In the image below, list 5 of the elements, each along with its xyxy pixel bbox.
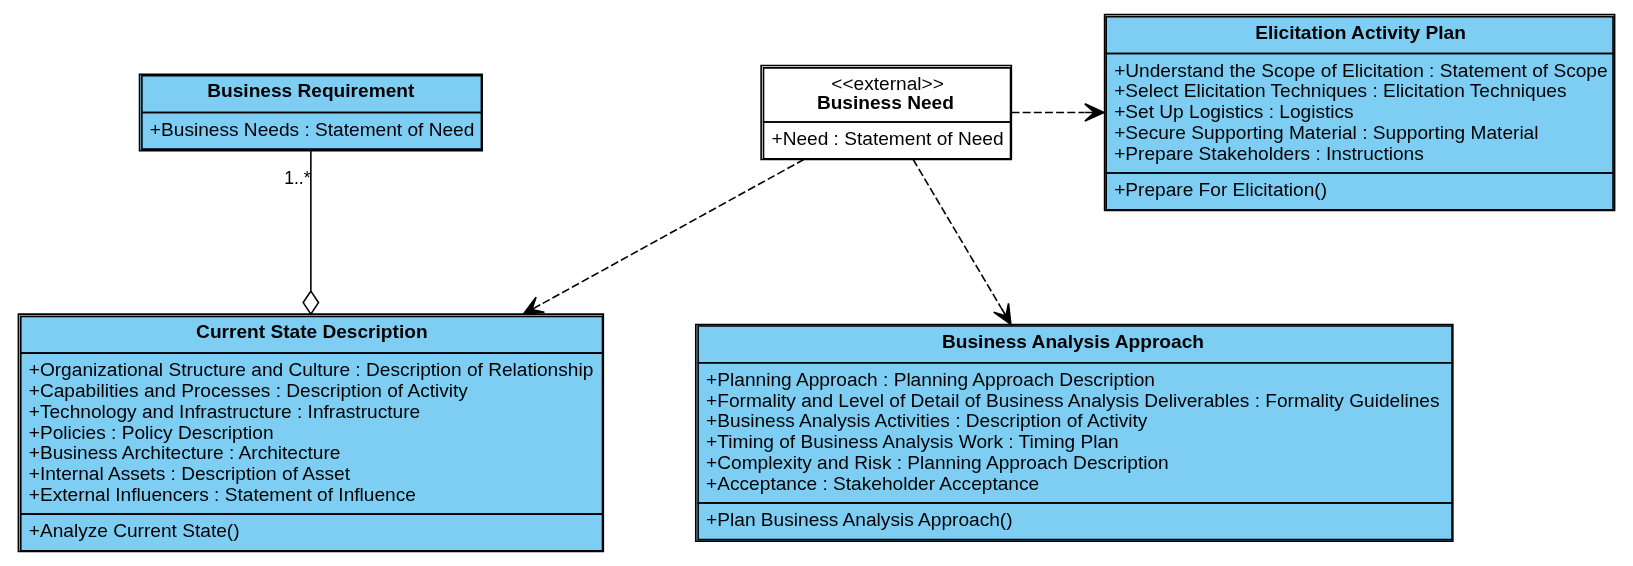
connector (302, 150, 320, 316)
arrow (912, 158, 1012, 326)
arrow (522, 158, 805, 315)
arrow (1010, 103, 1105, 122)
edge-label: 1..* (284, 168, 311, 189)
